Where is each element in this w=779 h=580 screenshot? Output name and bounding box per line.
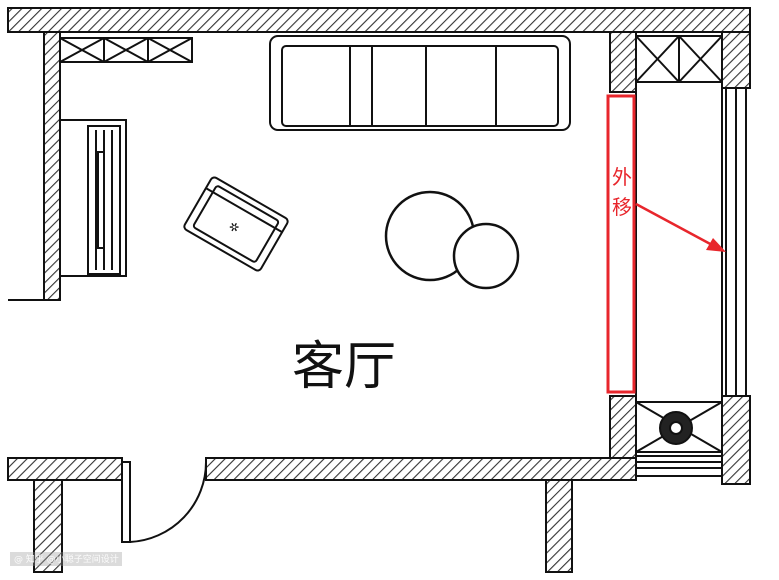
annotation-arrow-head bbox=[706, 238, 726, 252]
right-pillar-bottom bbox=[609, 395, 637, 459]
bottom-wall bbox=[205, 457, 637, 481]
bottom-left-wall bbox=[7, 457, 123, 481]
tv-cabinet bbox=[59, 119, 127, 277]
entry-door bbox=[121, 461, 208, 543]
coffee-tables bbox=[384, 190, 520, 290]
armchair: ✲ bbox=[183, 176, 289, 272]
bay-window bbox=[635, 81, 750, 403]
sofa bbox=[269, 35, 571, 131]
bottom-left-stub bbox=[33, 479, 63, 573]
room-label: 客厅 bbox=[292, 337, 396, 397]
bay-wall-top bbox=[721, 31, 751, 89]
bay-wall-bottom bbox=[721, 395, 751, 485]
top-right-window bbox=[635, 35, 723, 83]
annotation-char-1: 外 bbox=[612, 165, 632, 189]
annotation-arrow-line bbox=[635, 202, 715, 248]
right-pillar-top bbox=[609, 31, 637, 93]
annotation-box bbox=[606, 94, 636, 394]
top-wall bbox=[7, 7, 751, 33]
top-left-window bbox=[59, 37, 193, 63]
left-wall bbox=[43, 31, 61, 301]
bottom-wall-right-stub bbox=[545, 479, 573, 573]
move-out-annotation: 外 移 bbox=[606, 94, 726, 394]
coffee-table-small bbox=[452, 222, 520, 290]
watermark-bg bbox=[10, 552, 122, 566]
annotation-char-2: 移 bbox=[612, 195, 632, 219]
watermark: @ 知乎 @小聪子空间设计 bbox=[14, 553, 119, 565]
walls bbox=[7, 7, 751, 573]
ac-unit bbox=[635, 401, 723, 477]
